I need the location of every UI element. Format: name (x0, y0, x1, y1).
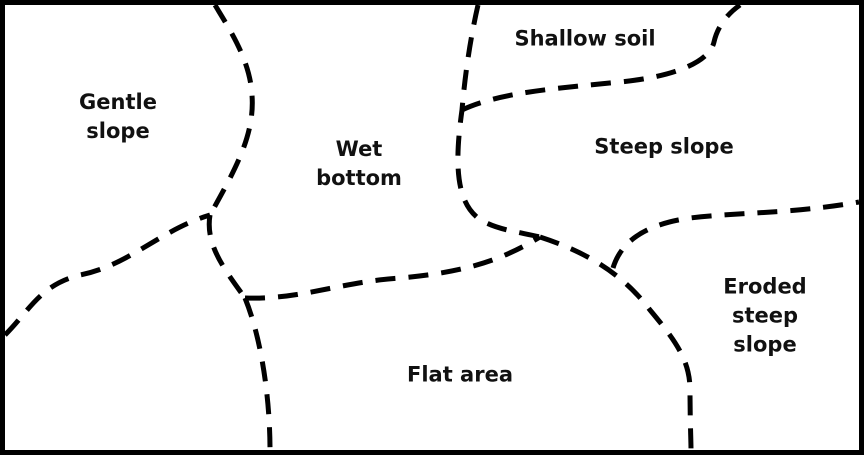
boundary-shallow-steep (460, 2, 742, 113)
boundary-wet-steep (455, 4, 541, 240)
zone-label-steep-slope: Steep slope (594, 134, 734, 159)
boundary-gentle-flat (3, 212, 211, 337)
zone-label-flat-area: Flat area (406, 362, 514, 387)
boundary-junction-link (206, 214, 248, 300)
zone-label-eroded-steep-slope: Eroded steep slope (723, 274, 807, 357)
boundary-flat-eroded (539, 234, 694, 451)
boundary-wet-flat (244, 234, 542, 301)
zone-label-gentle-slope: Gentle slope (79, 90, 157, 143)
zone-label-shallow-soil: Shallow soil (514, 26, 656, 51)
zone-label-wet-bottom: Wet bottom (316, 137, 402, 190)
boundary-steep-eroded (610, 199, 860, 269)
boundary-flat-west (242, 297, 273, 451)
